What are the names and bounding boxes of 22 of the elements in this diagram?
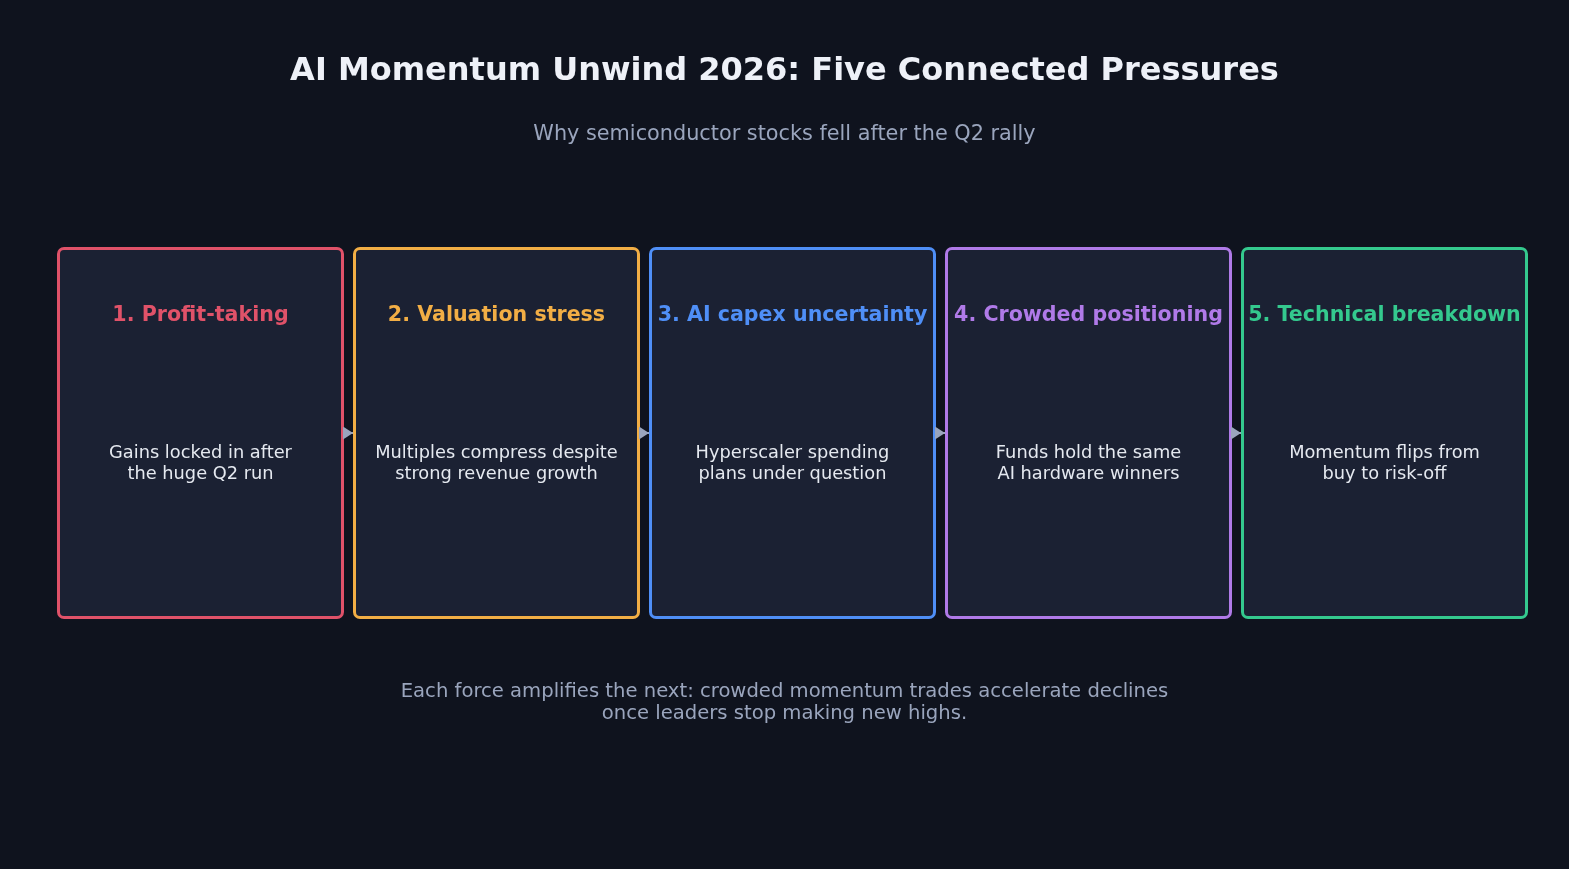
step-card [649, 247, 936, 619]
step-heading: 2. Valuation stress [387, 301, 606, 327]
step-card [57, 247, 344, 619]
arrow [1231, 426, 1242, 440]
step-heading: 3. AI capex uncertainty [657, 301, 928, 327]
step-card [1241, 247, 1528, 619]
step-card [945, 247, 1232, 619]
step-heading: 4. Crowded positioning [954, 301, 1223, 327]
arrow [639, 426, 650, 440]
step-description: Hyperscaler spending plans under question [694, 441, 891, 483]
step-card [353, 247, 640, 619]
step-description: Momentum flips from buy to risk-off [1288, 441, 1481, 483]
caption-note: Each force amplifies the next: crowded momentum trades accelerate declines once leaders stop making new highs. [399, 680, 1170, 724]
arrow [935, 426, 946, 440]
step-description: Funds hold the same AI hardware winners [994, 441, 1183, 483]
step-heading: 5. Technical breakdown [1248, 301, 1521, 327]
subtitle: Why semiconductor stocks fell after the Q2 rally [533, 120, 1036, 146]
diagram-title: AI Momentum Unwind 2026: Five Connected Pressures [290, 50, 1279, 88]
arrow [343, 426, 354, 440]
step-heading: 1. Profit-taking [112, 301, 289, 327]
step-description: Gains locked in after the huge Q2 run [108, 441, 293, 483]
step-description: Multiples compress despite strong revenue growth [374, 441, 619, 483]
